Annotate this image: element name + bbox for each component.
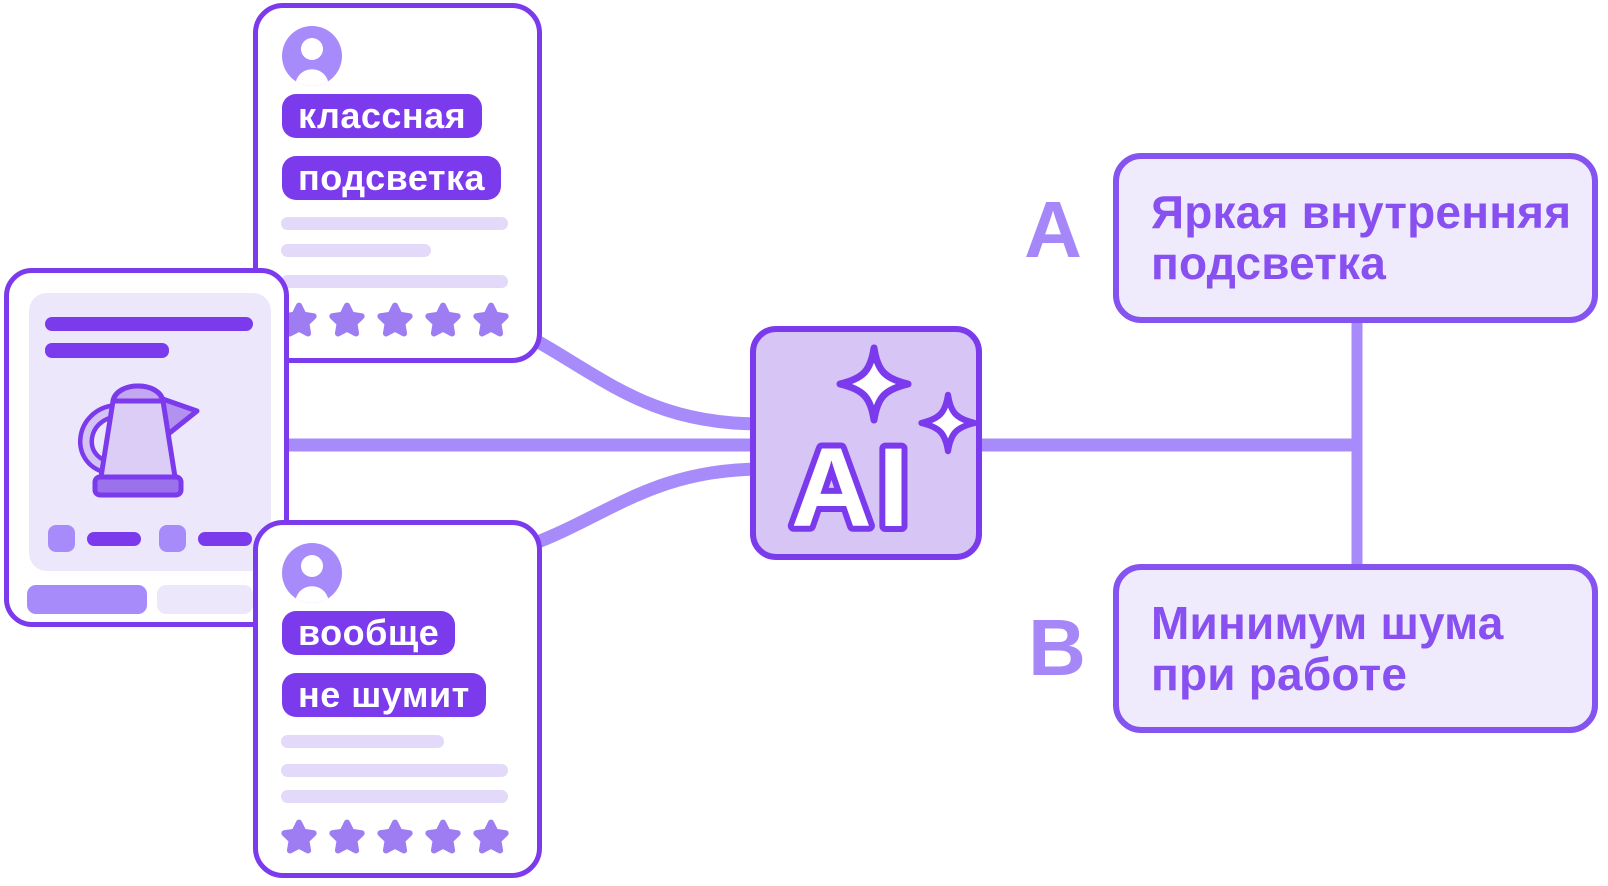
connector-review-bottom-to-ai [527, 462, 761, 552]
review-highlight-badge: не шумит [282, 673, 486, 717]
review-highlight-badge: подсветка [282, 156, 502, 200]
product-card [4, 268, 289, 627]
product-option-placeholder [87, 532, 141, 546]
product-option-placeholder [198, 532, 252, 546]
output-b-line-1: Минимум шума [1151, 596, 1504, 649]
review-text-placeholder [281, 790, 508, 803]
star-icon [329, 819, 365, 854]
review-text-placeholder [281, 735, 444, 748]
review-card-top: классная подсветка [253, 3, 542, 363]
star-icon [425, 819, 461, 854]
output-b-line-2: при работе [1151, 647, 1408, 700]
star-icon [425, 302, 461, 337]
product-subtitle-placeholder [45, 343, 169, 358]
output-letter-a: A [1024, 185, 1082, 274]
review-text-placeholder [281, 244, 431, 257]
review-highlight-badge: классная [282, 94, 483, 138]
review-card-bottom: вообще не шумит [253, 520, 542, 878]
output-a-line-1: Яркая внутренняя [1151, 186, 1572, 238]
product-thumbnail-placeholder [48, 525, 75, 552]
review-highlight-badge: вообще [282, 611, 456, 655]
five-star-rating [280, 819, 510, 857]
connector-review-top-to-ai [524, 330, 761, 431]
product-title-placeholder [45, 317, 253, 331]
output-box-b: Минимум шума при работе [1113, 564, 1598, 733]
ai-sparkles-icon: AI [785, 344, 978, 556]
review-text-placeholder [281, 764, 508, 777]
kettle-icon [78, 383, 200, 498]
review-text-placeholder [281, 275, 508, 288]
star-icon [281, 819, 317, 854]
star-icon [377, 302, 413, 337]
star-icon [377, 819, 413, 854]
sparkle-icon [918, 391, 978, 455]
star-icon [329, 302, 365, 337]
five-star-rating [280, 302, 510, 340]
product-thumbnail-placeholder [159, 525, 186, 552]
output-a-line-2: подсветка [1151, 237, 1387, 289]
user-avatar-icon [282, 26, 342, 86]
product-button-placeholder [27, 585, 147, 614]
ai-processor-box: AI [750, 326, 982, 560]
output-letter-b: B [1028, 603, 1086, 692]
star-icon [473, 819, 509, 854]
star-icon [473, 302, 509, 337]
ai-label: AI [791, 425, 915, 550]
user-avatar-icon [282, 543, 342, 603]
review-text-placeholder [281, 217, 508, 230]
product-button-placeholder [157, 585, 253, 614]
product-image-panel [29, 293, 271, 571]
output-box-a: Яркая внутренняя подсветка [1113, 153, 1598, 323]
sparkle-icon [836, 344, 912, 424]
